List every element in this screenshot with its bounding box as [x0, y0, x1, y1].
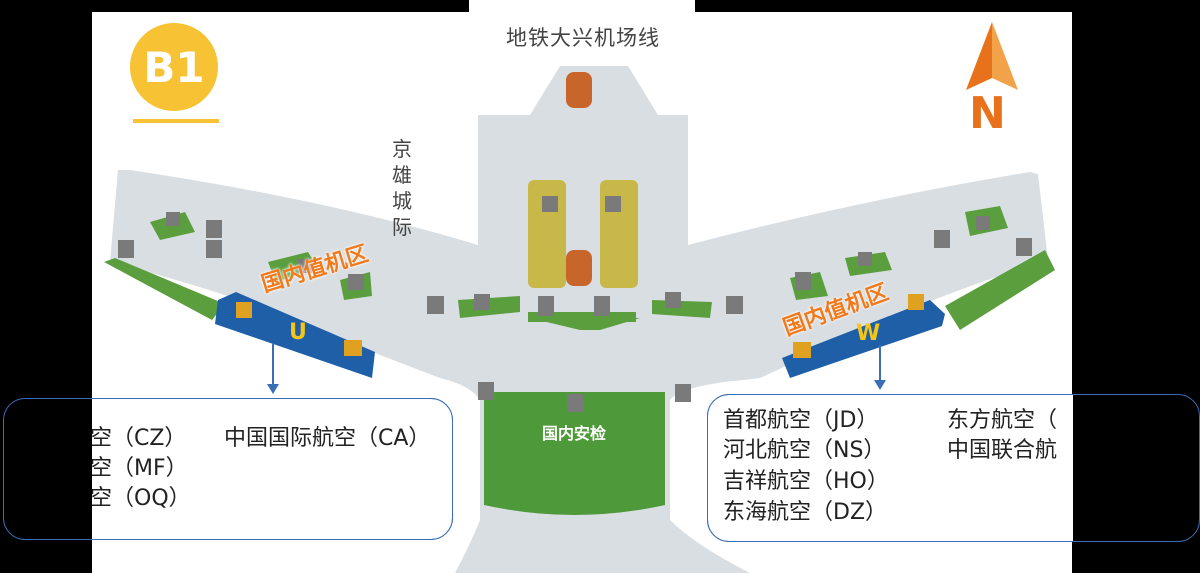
north-letter: N — [969, 88, 1006, 139]
right-mask — [1073, 394, 1200, 541]
elevator-icon — [206, 240, 222, 258]
luggage-icon — [908, 294, 924, 310]
security-zone — [484, 392, 665, 515]
info-icon — [427, 296, 444, 314]
north-arrow-icon — [966, 22, 1018, 90]
green-strip-right — [945, 250, 1055, 330]
restroom-icon — [1016, 238, 1032, 256]
top-mask-right — [695, 0, 1072, 12]
airline-dz: 东海航空（DZ） — [723, 500, 888, 525]
restroom-icon — [118, 240, 134, 258]
left-mask — [0, 398, 92, 539]
escalator-icon — [665, 292, 681, 308]
elevator-icon — [567, 394, 583, 412]
airline-ns: 河北航空（NS） — [723, 438, 886, 463]
airline-mf: 空（MF） — [92, 456, 188, 481]
escalator-icon — [298, 259, 312, 273]
elevator-icon — [206, 220, 222, 238]
floor-badge-underline — [133, 119, 219, 123]
escalator-icon — [858, 252, 872, 266]
escalator-icon — [166, 212, 180, 226]
luggage-icon — [236, 302, 252, 318]
airline-oq: 空（OQ） — [92, 486, 191, 511]
airline-kn: 中国联合航 — [947, 438, 1058, 463]
elevator-icon — [538, 296, 554, 316]
restroom-icon — [542, 196, 558, 212]
facility-icons — [118, 196, 1032, 412]
escalator-icon — [474, 294, 490, 310]
top-mask-left — [92, 0, 469, 12]
floor-badge: B1 — [130, 23, 218, 111]
stair-top — [566, 72, 592, 108]
restroom-icon — [605, 196, 621, 212]
elevator-icon — [348, 274, 364, 290]
elevator-icon — [795, 272, 811, 290]
security-check-label: 国内安检 — [542, 424, 607, 443]
restroom-icon — [478, 382, 494, 400]
airline-ho: 吉祥航空（HO） — [723, 469, 889, 494]
baby-care-icon — [344, 340, 362, 356]
zone-w-label: W — [856, 321, 881, 346]
arrow-right-head — [874, 380, 886, 390]
intercity-rail-label: 京雄城际 — [392, 137, 412, 239]
airline-jd: 首都航空（JD） — [723, 408, 879, 433]
checkin-counter-right — [782, 300, 945, 378]
airline-list-right: 首都航空（JD） 东方航空（ 河北航空（NS） 中国联合航 吉祥航空（HO） 东… — [707, 394, 1073, 540]
escalator-icon — [976, 216, 990, 230]
elevator-icon — [934, 230, 950, 248]
zone-u-label: U — [289, 320, 307, 345]
arrow-left-head — [267, 384, 279, 394]
stair-middle — [566, 250, 592, 286]
green-strip-left — [104, 258, 225, 320]
airline-list-left: 空（CZ） 中国国际航空（CA） 空（MF） 空（OQ） — [92, 398, 452, 538]
airline-mu: 东方航空（ — [947, 408, 1058, 433]
airline-ca: 中国国际航空（CA） — [224, 426, 431, 451]
metro-line-label: 地铁大兴机场线 — [506, 26, 660, 50]
checkin-counter-left — [215, 292, 375, 378]
elevator-icon — [594, 296, 610, 316]
restroom-icon — [675, 384, 691, 402]
airline-cz: 空（CZ） — [92, 426, 187, 451]
baby-care-icon — [793, 342, 811, 358]
info-icon — [726, 296, 743, 314]
